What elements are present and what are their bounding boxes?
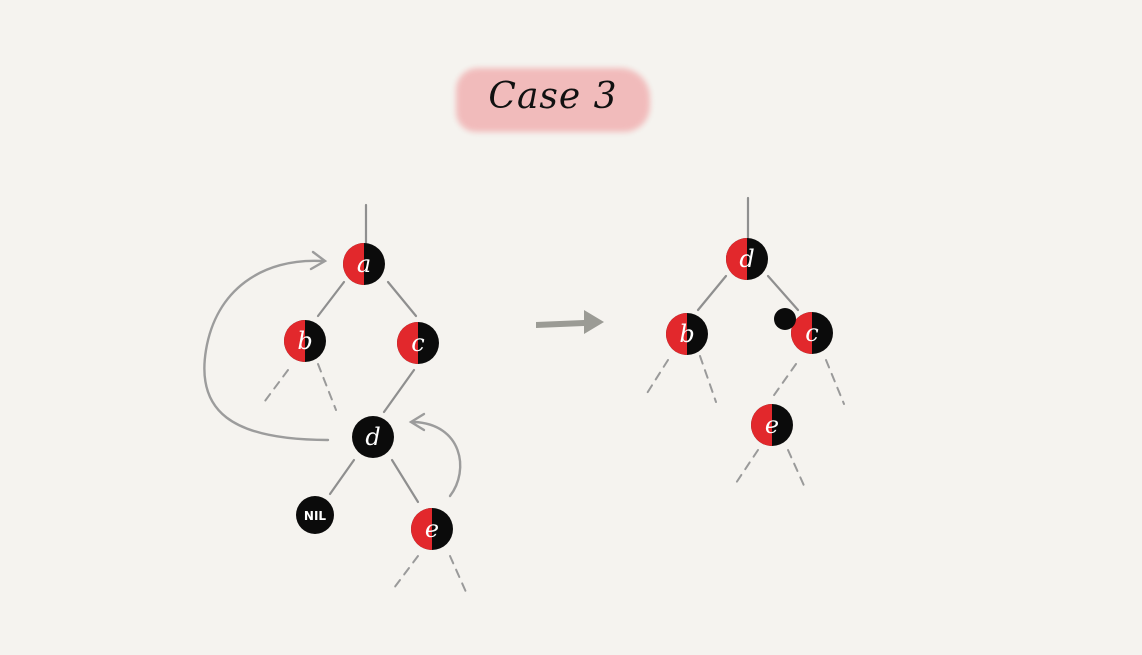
edge-b-right-leaf-after <box>699 355 717 403</box>
edge-a-b <box>316 280 346 318</box>
edge-c-e-after <box>771 363 797 399</box>
edge-e-left-leaf <box>393 555 419 589</box>
node-b-after-label: b <box>679 320 694 348</box>
node-b: b <box>284 320 326 362</box>
rotation-arc-e-to-d <box>412 420 462 498</box>
after-tree: d b c e <box>643 196 845 491</box>
extra-black-marker <box>774 308 796 330</box>
edge-e-right-leaf <box>449 555 467 593</box>
node-nil: NIL <box>296 496 334 534</box>
edge-d-b <box>696 274 728 312</box>
right-arrow-icon <box>536 310 604 334</box>
edge-b-left-leaf <box>261 369 289 406</box>
arrowhead-d <box>408 412 426 432</box>
edge-c-right-leaf-after <box>825 359 845 405</box>
before-tree: a b c d NIL e <box>203 203 467 593</box>
edge-e-left-leaf-after <box>733 449 759 487</box>
edge-c-d <box>382 368 416 414</box>
node-a: a <box>343 243 385 285</box>
node-c-label: c <box>411 329 424 357</box>
edge-d-e <box>390 458 420 504</box>
node-e-label: e <box>425 515 439 543</box>
edge-e-right-leaf-after <box>787 449 807 491</box>
node-d-after: d <box>726 238 768 280</box>
node-d-after-label: d <box>739 245 754 273</box>
node-b-label: b <box>297 327 312 355</box>
arrowhead-a <box>309 250 328 271</box>
diagram-title: Case 3 <box>488 76 618 117</box>
node-e-after-label: e <box>765 411 779 439</box>
title-banner: Case 3 <box>456 68 650 132</box>
edge-a-c <box>386 280 418 318</box>
node-c-after: c <box>791 312 833 354</box>
node-d-label: d <box>365 423 380 451</box>
node-c-after-label: c <box>805 319 818 347</box>
node-e-after: e <box>751 404 793 446</box>
rotation-arc-d-to-a <box>203 259 330 442</box>
edge-d-c <box>766 274 800 312</box>
edge-b-left-leaf-after <box>643 359 669 399</box>
node-a-label: a <box>357 250 371 278</box>
node-d: d <box>352 416 394 458</box>
edge-d-nil <box>328 458 356 496</box>
node-nil-label: NIL <box>304 509 327 523</box>
title-highlight <box>456 68 650 132</box>
node-c: c <box>397 322 439 364</box>
edge-b-right-leaf <box>317 363 337 411</box>
node-e: e <box>411 508 453 550</box>
node-b-after: b <box>666 313 708 355</box>
